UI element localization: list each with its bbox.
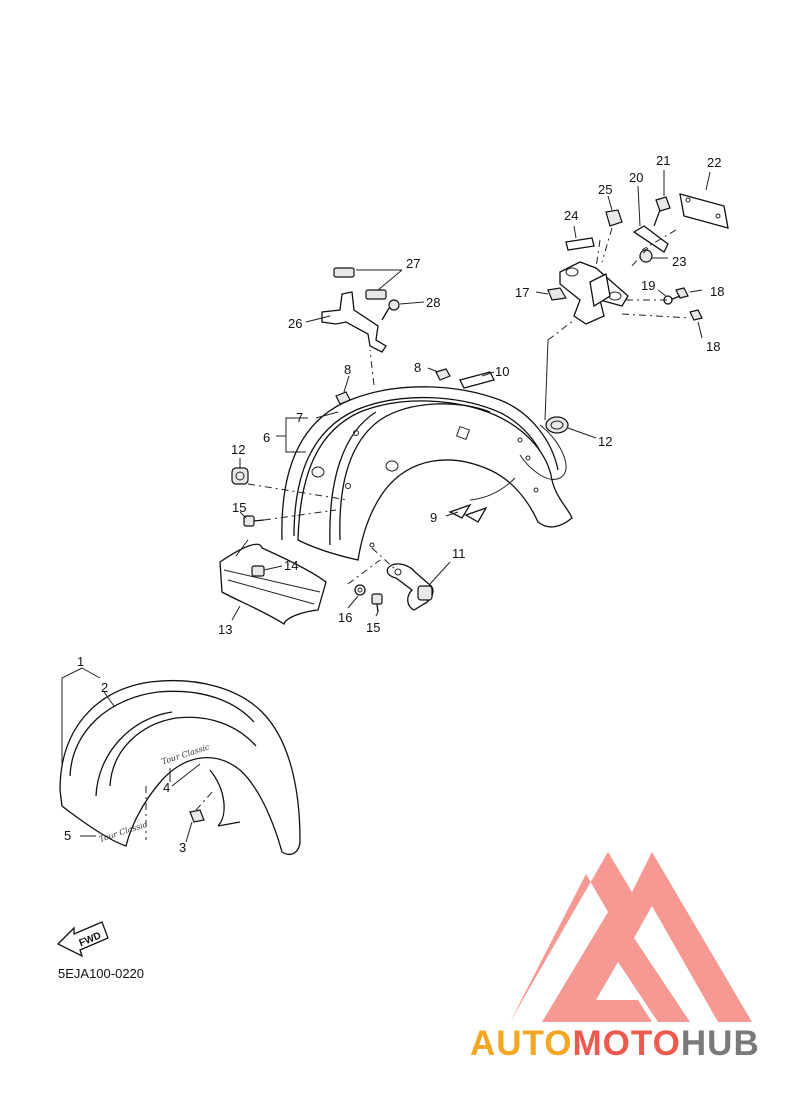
watermark-hub: HUB: [681, 1024, 760, 1063]
callout-1: 1: [77, 654, 84, 669]
callout-12b: 12: [598, 434, 612, 449]
callout-13: 13: [218, 622, 232, 637]
callout-18a: 18: [710, 284, 724, 299]
washer-lower: [354, 584, 366, 596]
mud-flap: [448, 503, 488, 523]
callout-23: 23: [672, 254, 686, 269]
svg-text:AUTOMOTOHUB: AUTOMOTOHUB: [470, 1024, 760, 1063]
clip-right: [435, 368, 451, 381]
callout-20: 20: [629, 170, 643, 185]
callout-16: 16: [338, 610, 352, 625]
clip-left: [335, 391, 351, 405]
grommet-right: [545, 416, 569, 434]
callout-28: 28: [426, 295, 440, 310]
callout-26: 26: [288, 316, 302, 331]
license-bracket: [547, 193, 729, 325]
callout-22: 22: [707, 155, 721, 170]
callout-24: 24: [564, 208, 578, 223]
rear-fender-assembly: [281, 339, 573, 561]
callout-17: 17: [515, 285, 529, 300]
callout-25: 25: [598, 182, 612, 197]
diagram-code: 5EJA100-0220: [58, 966, 144, 981]
front-fender-assembly: Tour Classic Tour Classic: [59, 679, 301, 855]
callout-10: 10: [495, 364, 509, 379]
callout-5: 5: [64, 828, 71, 843]
callout-9: 9: [430, 510, 437, 525]
callout-8a: 8: [344, 362, 351, 377]
automotohub-logo: [510, 852, 752, 1022]
callout-15b: 15: [366, 620, 380, 635]
tail-reflector-bracket: [386, 563, 434, 611]
callout-2: 2: [101, 680, 108, 695]
seal-strip: [459, 371, 495, 389]
grab-bar-bracket: [321, 267, 400, 353]
lower-cover: [219, 539, 327, 625]
logo-shape: [510, 852, 752, 1022]
fwd-arrow-icon: FWD: [56, 921, 109, 958]
watermark-text: AUTOMOTOHUB: [470, 1024, 760, 1063]
callout-15a: 15: [232, 500, 246, 515]
callout-18b: 18: [706, 339, 720, 354]
callout-8b: 8: [414, 360, 421, 375]
callout-27: 27: [406, 256, 420, 271]
bolt-lower: [371, 593, 383, 613]
callout-21: 21: [656, 153, 670, 168]
callout-14: 14: [284, 558, 298, 573]
callout-4: 4: [163, 780, 170, 795]
leader-lines: [61, 170, 711, 843]
callout-11: 11: [452, 546, 466, 561]
callout-6: 6: [263, 430, 270, 445]
cover-clip: [251, 565, 265, 577]
callout-12a: 12: [231, 442, 245, 457]
callout-7: 7: [296, 410, 303, 425]
watermark-auto: AUTO: [470, 1024, 573, 1063]
callout-19: 19: [641, 278, 655, 293]
watermark-moto: MOTO: [573, 1024, 681, 1063]
grommet-left: [231, 467, 249, 485]
callout-labels: 1 2 3 4 5 6 7 8 8 9 10 11 12 12 13 14 15…: [64, 153, 724, 855]
callout-3: 3: [179, 840, 186, 855]
bolt-left: [243, 515, 265, 527]
